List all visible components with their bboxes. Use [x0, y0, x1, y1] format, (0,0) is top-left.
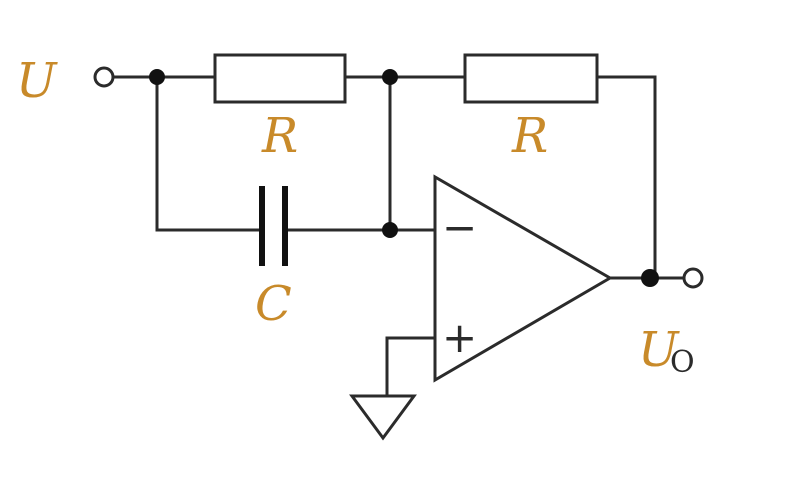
- opamp-triangle: [433, 174, 613, 383]
- junction-inverting: [382, 222, 398, 238]
- junction-input: [149, 69, 165, 85]
- opamp-inverting-sign: −: [442, 203, 477, 252]
- resistor-1-label: R: [261, 108, 298, 164]
- junction-output: [641, 269, 659, 287]
- resistor-2: [463, 53, 599, 104]
- capacitor-label: C: [255, 276, 292, 332]
- ground-icon: [349, 394, 417, 441]
- output-terminal: [682, 267, 704, 289]
- input-label: U: [16, 53, 58, 109]
- junction-r1-r2: [382, 69, 398, 85]
- wire-ground: [385, 336, 437, 398]
- resistor-1: [213, 53, 347, 104]
- input-terminal: [93, 66, 115, 88]
- output-label-subscript: O: [670, 345, 695, 380]
- opamp-noninverting-sign: +: [442, 313, 477, 362]
- output-label: U: [638, 322, 680, 378]
- resistor-2-label: R: [511, 108, 548, 164]
